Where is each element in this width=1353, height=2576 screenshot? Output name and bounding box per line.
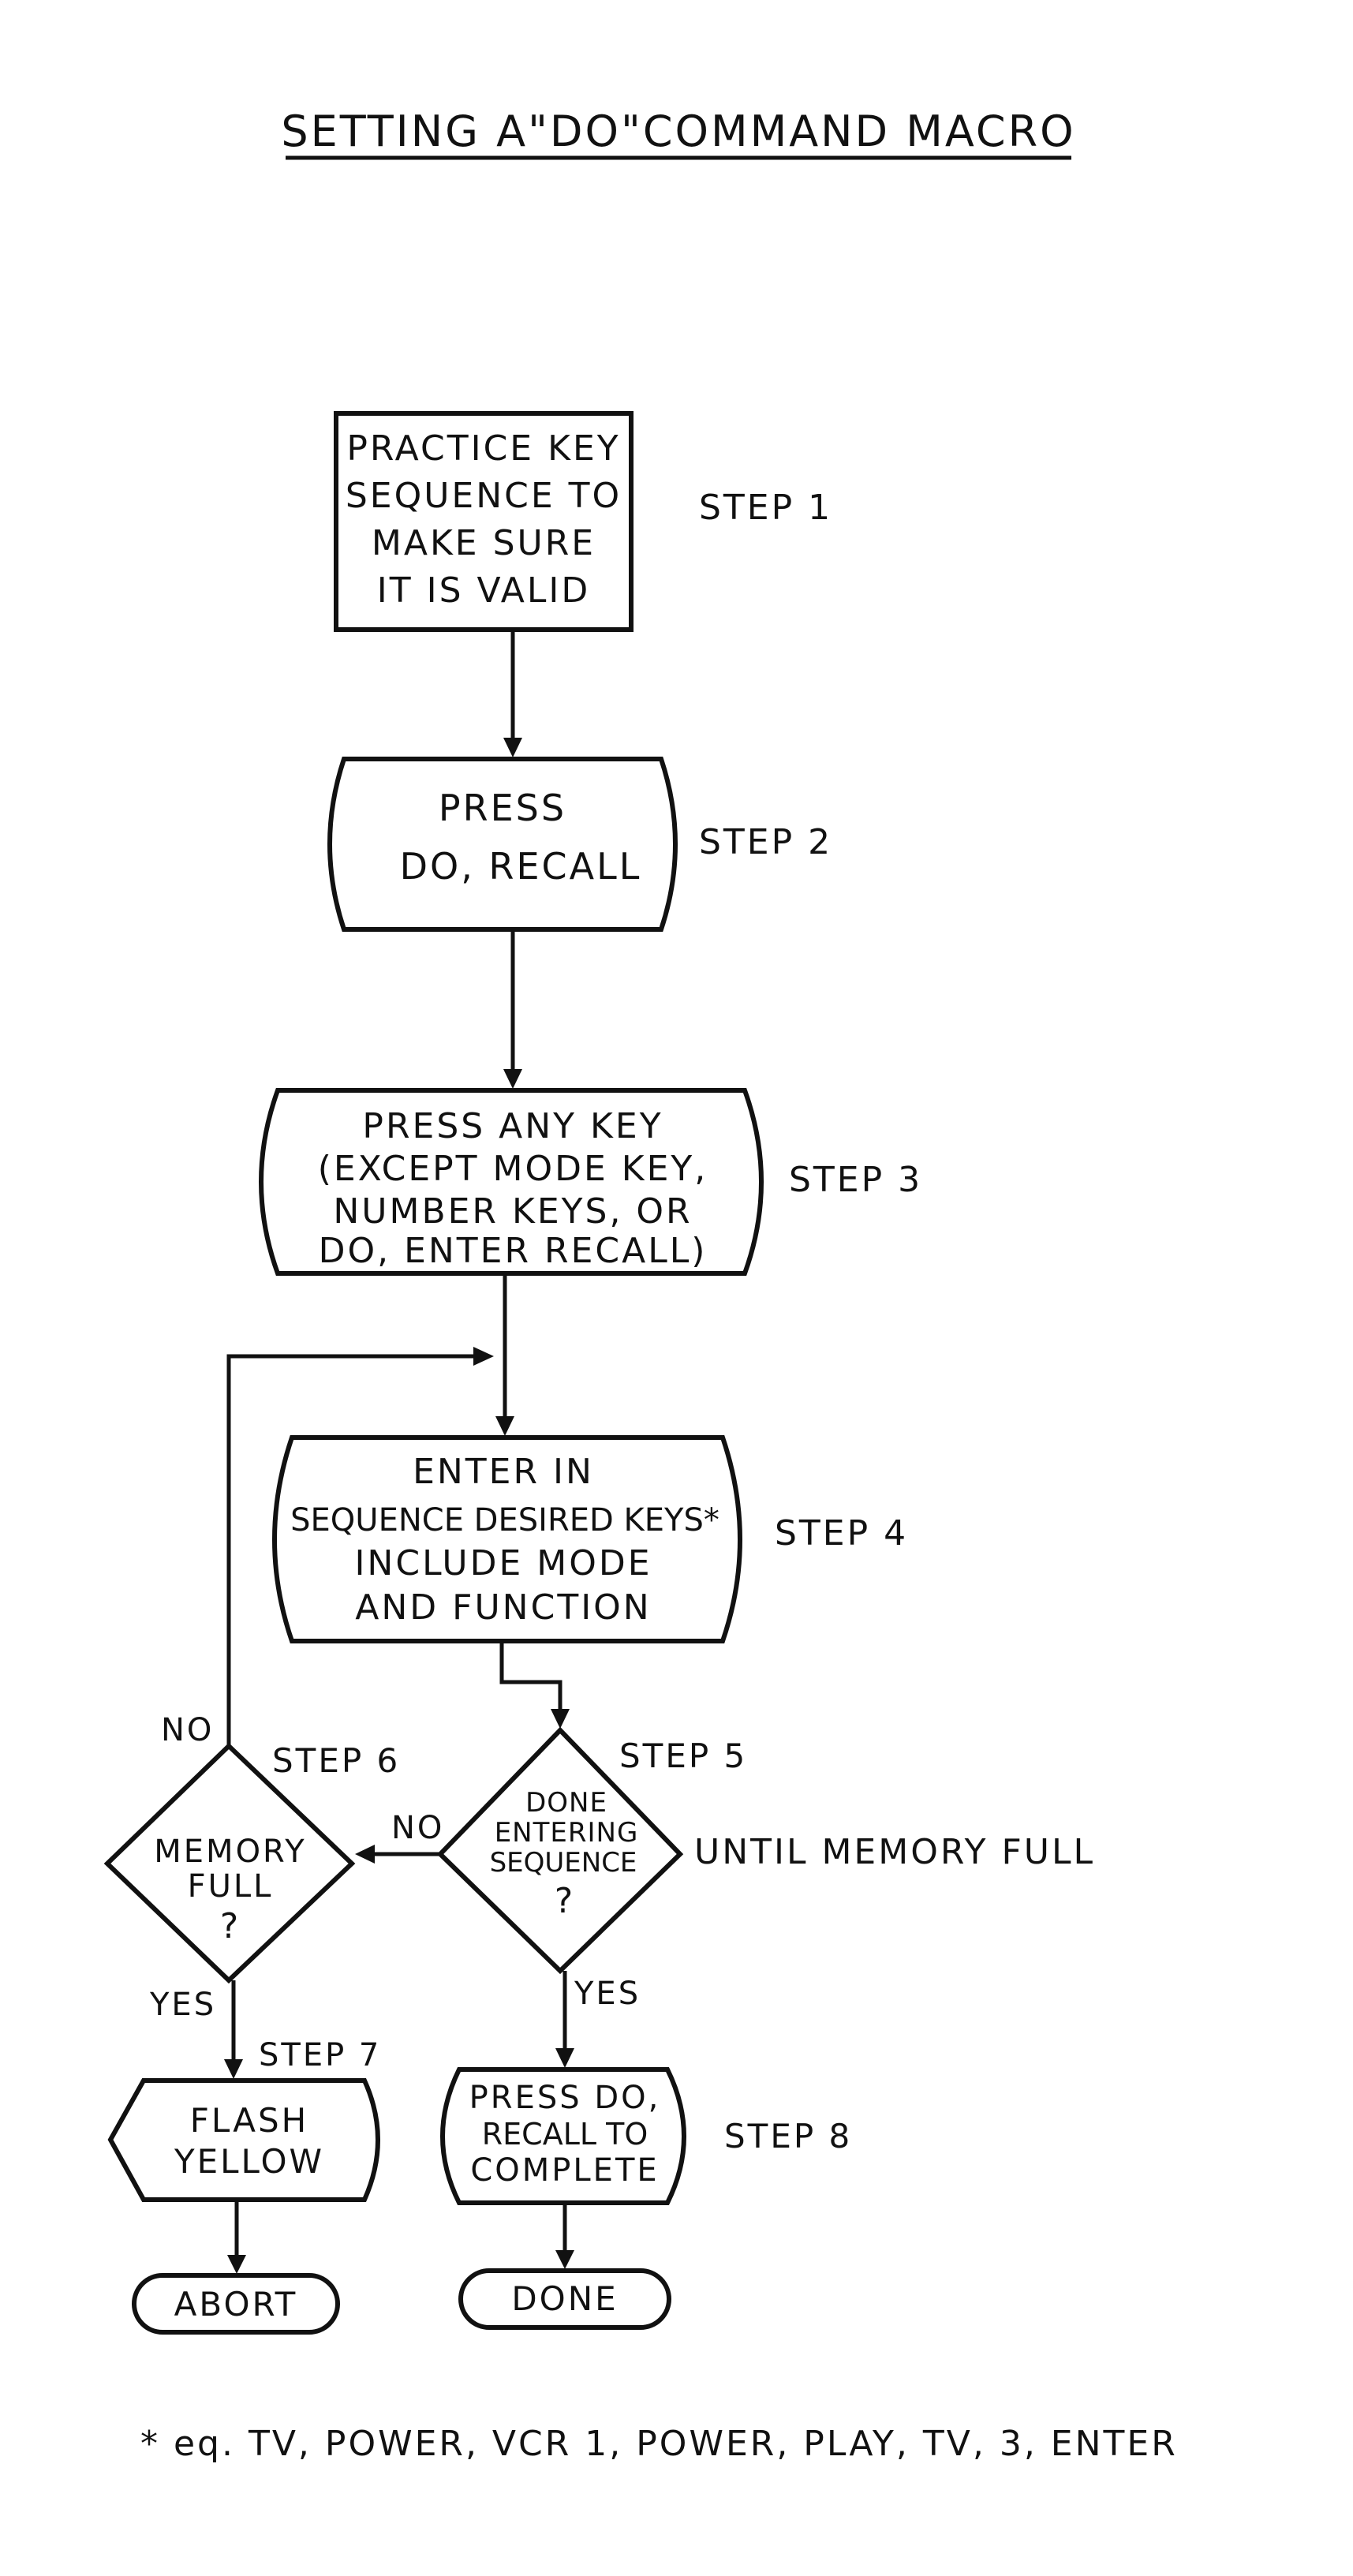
- arrowhead-step5-step8: [555, 2048, 574, 2068]
- step5-line-2: ENTERING: [495, 1817, 639, 1849]
- step6-line-2: FULL: [188, 1868, 274, 1905]
- arrowhead-step3-step4: [495, 1416, 514, 1436]
- step1-line-4: IT IS VALID: [377, 570, 591, 611]
- arrowhead-step6-loop: [473, 1347, 494, 1366]
- step3-label: STEP 3: [789, 1160, 922, 1200]
- step3-line-2: (EXCEPT MODE KEY,: [318, 1149, 708, 1189]
- step5-yes-label: YES: [574, 1976, 641, 2012]
- step3-line-1: PRESS ANY KEY: [362, 1106, 663, 1146]
- step2-line-1: PRESS: [439, 787, 566, 829]
- step7-line-2: YELLOW: [174, 2142, 324, 2181]
- step4-node: ENTER IN SEQUENCE DESIRED KEYS* INCLUDE …: [275, 1438, 740, 1641]
- step4-line-3: INCLUDE MODE: [354, 1543, 652, 1583]
- diagram-title: SETTING A"DO"COMMAND MACRO: [281, 107, 1075, 156]
- step5-label: STEP 5: [619, 1737, 747, 1775]
- abort-text: ABORT: [174, 2285, 298, 2324]
- step5-no-label: NO: [391, 1810, 444, 1846]
- step6-label: STEP 6: [272, 1741, 400, 1780]
- step3-node: PRESS ANY KEY (EXCEPT MODE KEY, NUMBER K…: [261, 1090, 761, 1273]
- step5-line-1: DONE: [525, 1787, 607, 1819]
- arrowhead-step1-step2: [503, 738, 522, 757]
- step7-node: FLASH YELLOW: [110, 2081, 378, 2200]
- arrowhead-step8-done: [555, 2250, 574, 2269]
- step1-line-3: MAKE SURE: [372, 523, 596, 563]
- step6-node: MEMORY FULL ?: [107, 1746, 352, 1980]
- step4-label: STEP 4: [775, 1513, 908, 1553]
- arrowhead-step4-step5: [551, 1709, 570, 1729]
- done-node: DONE: [461, 2271, 669, 2327]
- step8-line-2: RECALL TO: [482, 2117, 648, 2152]
- footnote: * eq. TV, POWER, VCR 1, POWER, PLAY, TV,…: [140, 2424, 1178, 2464]
- step2-node: PRESS DO, RECALL: [330, 759, 675, 929]
- step8-line-3: COMPLETE: [470, 2152, 659, 2189]
- step1-line-2: SEQUENCE TO: [346, 476, 622, 516]
- step2-shape: [330, 759, 675, 929]
- step5-line-3: SEQUENCE: [490, 1847, 637, 1879]
- arrowhead-step5-step6: [355, 1845, 375, 1864]
- step2-line-2: DO, RECALL: [400, 845, 642, 888]
- abort-node: ABORT: [134, 2275, 338, 2332]
- step7-shape: [110, 2081, 378, 2200]
- step1-label: STEP 1: [699, 488, 832, 528]
- step7-label: STEP 7: [259, 2037, 381, 2073]
- arrowhead-step7-abort: [227, 2255, 246, 2274]
- step2-label: STEP 2: [699, 822, 832, 862]
- step6-line-3: ?: [220, 1906, 241, 1946]
- step6-no-label: NO: [161, 1712, 214, 1748]
- step4-line-2: SEQUENCE DESIRED KEYS*: [290, 1502, 719, 1538]
- done-text: DONE: [511, 2279, 618, 2318]
- step7-line-1: FLASH: [190, 2101, 309, 2140]
- edge-step4-step5: [502, 1641, 560, 1709]
- step8-node: PRESS DO, RECALL TO COMPLETE: [443, 2069, 684, 2203]
- step3-line-3: NUMBER KEYS, OR: [333, 1191, 692, 1232]
- step1-line-1: PRACTICE KEY: [346, 428, 620, 469]
- step5-line-4: ?: [555, 1881, 575, 1921]
- arrowhead-step2-step3: [503, 1069, 522, 1089]
- step4-line-1: ENTER IN: [413, 1452, 594, 1492]
- step1-node: PRACTICE KEY SEQUENCE TO MAKE SURE IT IS…: [336, 413, 631, 630]
- step4-line-4: AND FUNCTION: [355, 1587, 651, 1628]
- step3-line-4: DO, ENTER RECALL): [319, 1231, 708, 1271]
- step8-line-1: PRESS DO,: [469, 2080, 661, 2116]
- step6-yes-label: YES: [149, 1987, 216, 2023]
- step8-label: STEP 8: [724, 2117, 852, 2155]
- step6-line-1: MEMORY: [154, 1834, 306, 1870]
- arrowhead-step6-step7: [224, 2059, 243, 2079]
- step5-note: UNTIL MEMORY FULL: [694, 1832, 1095, 1872]
